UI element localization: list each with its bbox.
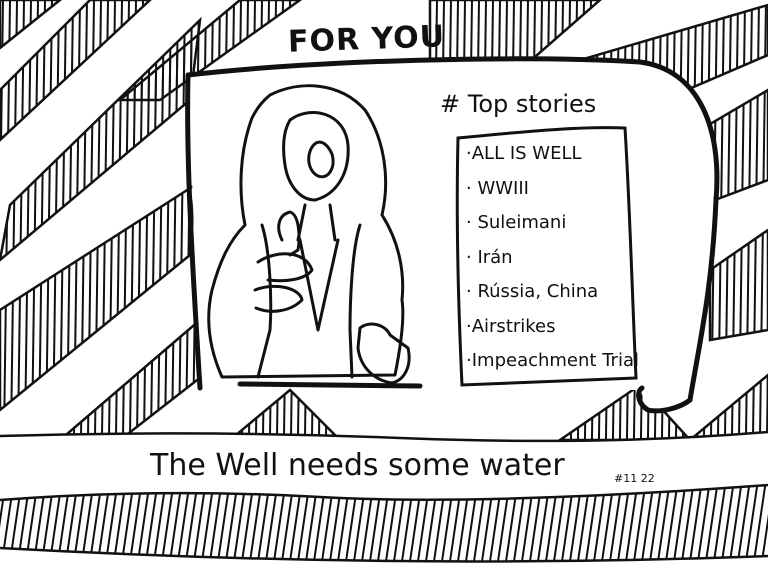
hatch-stroke [127,185,137,410]
hatch-stroke [134,20,144,260]
hatch-stroke [1,0,11,140]
hatch-stroke [757,90,767,200]
hatch-stroke [127,20,137,260]
panel-outline [185,56,720,414]
hatch-stroke [71,185,81,410]
story-item: ·Airstrikes [466,315,556,337]
hatch-stroke [8,0,18,140]
hatch-stroke [120,185,130,410]
hatch-stroke [583,485,599,562]
band-outline [686,373,768,442]
hatch-stroke [57,185,67,410]
caption-strip [0,430,768,563]
hatch-stroke [729,230,739,340]
hatch-stroke [64,185,74,410]
hatch-stroke [743,230,753,340]
hatch-stroke [169,20,179,260]
hatch-stroke [50,185,60,410]
hatch-stroke [120,20,130,260]
hatch-stroke [134,185,144,410]
hatch-stroke [92,185,102,410]
hatch-stroke [0,0,4,140]
top-stories-list: ·ALL IS WELL · WWIII · Suleimani · Irán … [466,143,639,385]
story-item: · Rússia, China [466,281,599,302]
hatch-stroke [85,185,95,410]
drawing-number: #11 22 [614,472,655,485]
hatch-stroke [99,185,109,410]
story-item: · Suleimani [466,212,567,233]
hatch-stroke [710,230,718,340]
hatch-stroke [715,230,725,340]
story-item: · Irán [466,246,513,268]
hatch-stroke [29,185,39,410]
hatch-stroke [599,485,615,562]
hatch-stroke [113,185,123,410]
hatch-stroke [36,0,46,140]
caption-text: The Well needs some water [150,448,565,483]
hatch-stroke [591,485,607,562]
hatch-stroke [176,20,186,260]
band-outline [0,0,152,142]
band-outline [116,0,303,102]
hatch-stroke [148,20,158,260]
news-anchor-figure [207,84,411,385]
hatch-stroke [750,230,760,340]
hatch-stroke [736,230,746,340]
stories-box [455,126,638,387]
hatch-stroke [78,185,88,410]
story-item: ·ALL IS WELL [466,143,582,164]
hatch-stroke [15,0,25,140]
hatch-stroke [722,230,732,340]
band-outline [0,0,63,50]
top-stories-heading: # Top stories [440,90,597,118]
tv-screen-panel [185,56,720,414]
hatch-stroke [36,185,46,410]
story-item: · WWIII [466,177,529,199]
hatch-stroke [29,0,39,140]
hatch-stroke [575,485,591,562]
page-title: FOR YOU [287,19,446,60]
hatch-stroke [141,20,151,260]
hatch-stroke [43,185,53,410]
hatch-stroke [22,0,32,140]
hatch-stroke [757,230,767,340]
story-item: ·Impeachment Trial [466,350,639,371]
hatch-stroke [106,185,116,410]
band-outline [708,228,768,342]
hatch-stroke [162,20,172,260]
